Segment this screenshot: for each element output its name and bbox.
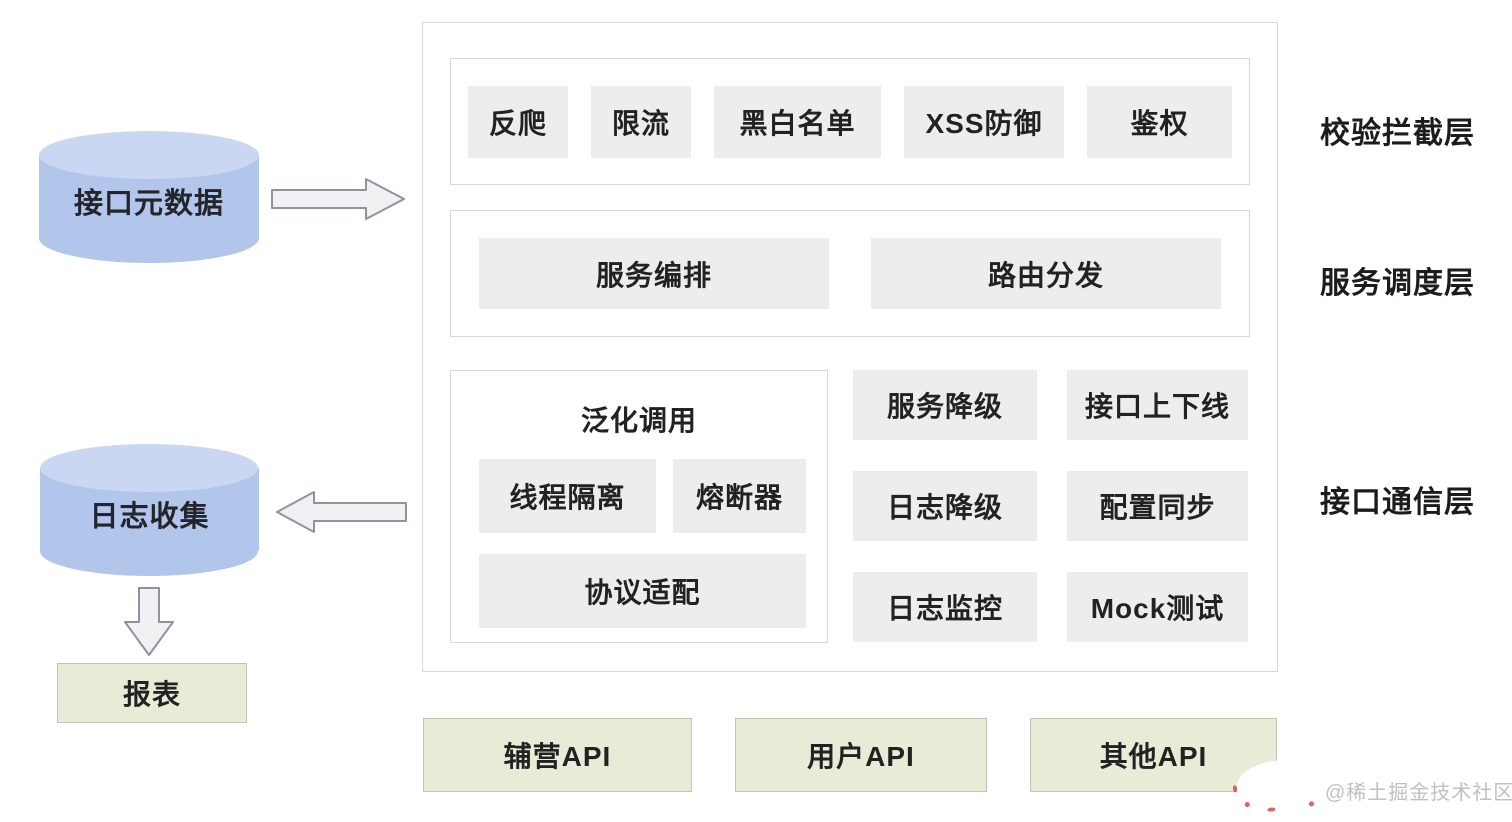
chip-circuit-breaker: 熔断器	[673, 459, 806, 533]
validation-layer-box: 反爬 限流 黑白名单 XSS防御 鉴权	[450, 58, 1250, 185]
chip-xss-defense: XSS防御	[904, 85, 1064, 158]
database-icon	[40, 444, 259, 576]
chip-blacklist-whitelist: 黑白名单	[714, 85, 881, 158]
metadata-database-cylinder: 接口元数据	[38, 130, 260, 264]
label-communication-layer: 接口通信层	[1320, 486, 1475, 519]
database-icon	[39, 131, 259, 263]
arrow-down-icon	[124, 587, 174, 656]
api-box-other: 其他API	[1030, 718, 1277, 792]
log-database-cylinder: 日志收集	[39, 443, 260, 577]
chip-config-sync: 配置同步	[1067, 471, 1248, 541]
scheduling-layer-box: 服务编排 路由分发	[450, 210, 1250, 337]
generic-invocation-title: 泛化调用	[580, 405, 697, 436]
chip-authentication: 鉴权	[1087, 85, 1232, 158]
arrow-left-icon	[276, 491, 407, 533]
label-validation-layer: 校验拦截层	[1320, 117, 1475, 150]
chip-anti-crawl: 反爬	[468, 85, 568, 158]
api-box-user: 用户API	[735, 718, 987, 792]
chip-thread-isolation: 线程隔离	[479, 459, 656, 533]
chip-service-orchestration: 服务编排	[479, 238, 829, 309]
report-box: 报表	[57, 663, 247, 723]
chip-log-monitoring: 日志监控	[853, 572, 1037, 642]
generic-invocation-box: 泛化调用 线程隔离 熔断器 协议适配	[450, 370, 828, 643]
chip-route-dispatch: 路由分发	[871, 238, 1221, 309]
arrow-right-icon	[271, 178, 405, 220]
log-db-label: 日志收集	[89, 501, 210, 533]
chip-service-degradation: 服务降级	[853, 370, 1037, 440]
watermark-text: @稀土掘金技术社区	[1325, 782, 1512, 804]
chip-mock-testing: Mock测试	[1067, 572, 1248, 642]
chip-protocol-adaptation: 协议适配	[479, 554, 806, 628]
chip-log-degradation: 日志降级	[853, 471, 1037, 541]
api-box-auxiliary: 辅营API	[423, 718, 692, 792]
label-scheduling-layer: 服务调度层	[1320, 267, 1475, 300]
chip-api-online-offline: 接口上下线	[1067, 370, 1248, 440]
chip-rate-limit: 限流	[591, 85, 691, 158]
metadata-db-label: 接口元数据	[73, 188, 224, 220]
